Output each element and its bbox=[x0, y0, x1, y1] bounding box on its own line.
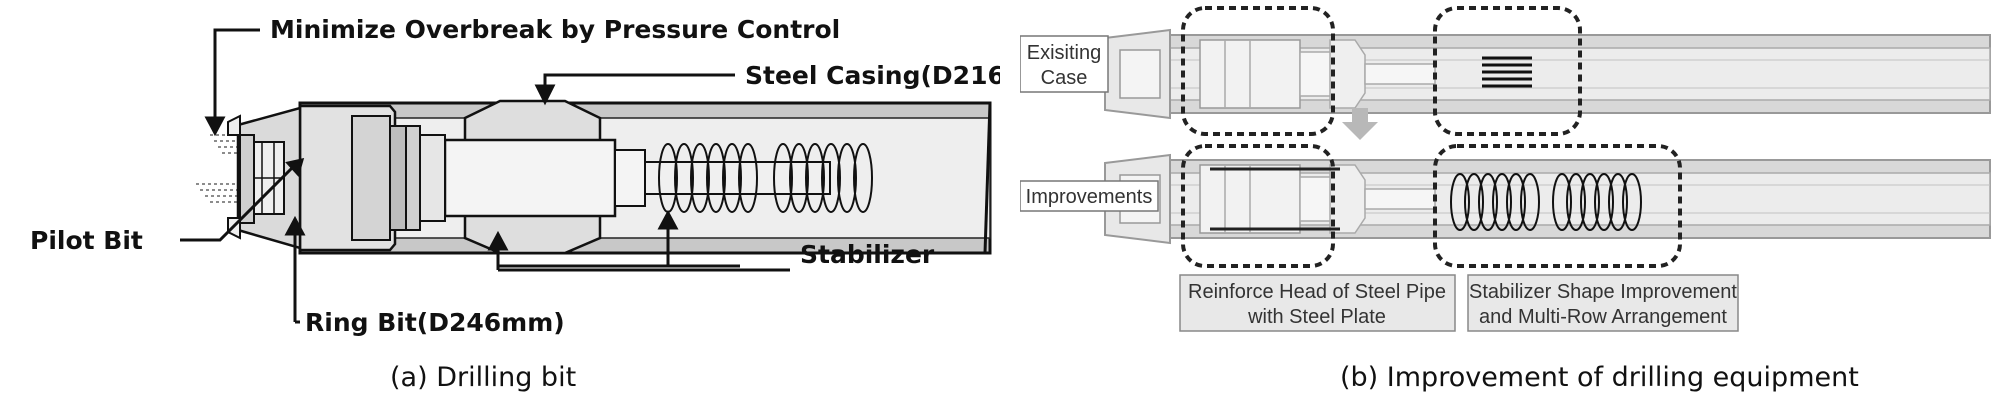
highlight-head-existing bbox=[1181, 6, 1335, 136]
drilling-bit-diagram: Minimize Overbreak by Pressure Control S… bbox=[30, 15, 1000, 337]
panel-improvement: Exisiting Case Improvements Reinforce He… bbox=[1020, 0, 2008, 412]
improved-stabilizer-coil-2 bbox=[1552, 173, 1642, 231]
improvement-diagram: Exisiting Case Improvements Reinforce He… bbox=[1020, 6, 1991, 332]
existing-stabilizer-bars bbox=[1482, 56, 1532, 88]
svg-text:Exisiting: Exisiting bbox=[1027, 42, 1101, 64]
svg-text:Reinforce Head of Steel Pipe: Reinforce Head of Steel Pipe bbox=[1188, 281, 1446, 303]
svg-text:and Multi-Row Arrangement: and Multi-Row Arrangement bbox=[1479, 306, 1727, 328]
svg-text:Improvements: Improvements bbox=[1026, 186, 1153, 208]
overbreak-label: Minimize Overbreak by Pressure Control bbox=[270, 15, 840, 44]
pilot-bit bbox=[227, 106, 302, 250]
svg-text:Case: Case bbox=[1041, 67, 1088, 89]
caption-a: (a) Drilling bit bbox=[390, 362, 577, 393]
ring-bit bbox=[298, 104, 446, 252]
drive-shaft bbox=[443, 138, 617, 218]
svg-text:with Steel Plate: with Steel Plate bbox=[1247, 306, 1386, 328]
highlight-stabilizer-existing bbox=[1433, 6, 1582, 136]
down-arrow-icon bbox=[1342, 108, 1378, 140]
leader-lines bbox=[180, 28, 735, 322]
stabilizer-arrows bbox=[487, 209, 679, 266]
stabilizer-shape-label: Stabilizer Shape Improvement and Multi-R… bbox=[1467, 274, 1739, 332]
improved-pipe bbox=[1104, 153, 1991, 245]
panel-drilling-bit: Minimize Overbreak by Pressure Control S… bbox=[0, 0, 1000, 412]
existing-pipe bbox=[1104, 28, 1991, 120]
caption-b: (b) Improvement of drilling equipment bbox=[1340, 362, 1859, 393]
stabilizer-coil-1 bbox=[658, 143, 758, 213]
pilot-bit-label: Pilot Bit bbox=[30, 226, 143, 255]
stabilizer-label: Stabilizer bbox=[800, 240, 935, 269]
highlight-stabilizer-improved bbox=[1433, 144, 1682, 268]
stabilizer-coil-2 bbox=[773, 143, 873, 213]
highlight-head-improved bbox=[1181, 144, 1335, 268]
casing-label: Steel Casing(D216mm) bbox=[745, 61, 1000, 90]
svg-text:Stabilizer Shape Improvement: Stabilizer Shape Improvement bbox=[1469, 281, 1737, 303]
existing-case-label: Exisiting Case bbox=[1020, 35, 1109, 93]
stabilizer-leader-main bbox=[496, 255, 740, 268]
improvements-label: Improvements bbox=[1020, 180, 1159, 212]
ring-bit-label: Ring Bit(D246mm) bbox=[305, 308, 565, 337]
improved-stabilizer-coil-1 bbox=[1450, 173, 1540, 231]
reinforce-head-label: Reinforce Head of Steel Pipe with Steel … bbox=[1179, 274, 1456, 332]
